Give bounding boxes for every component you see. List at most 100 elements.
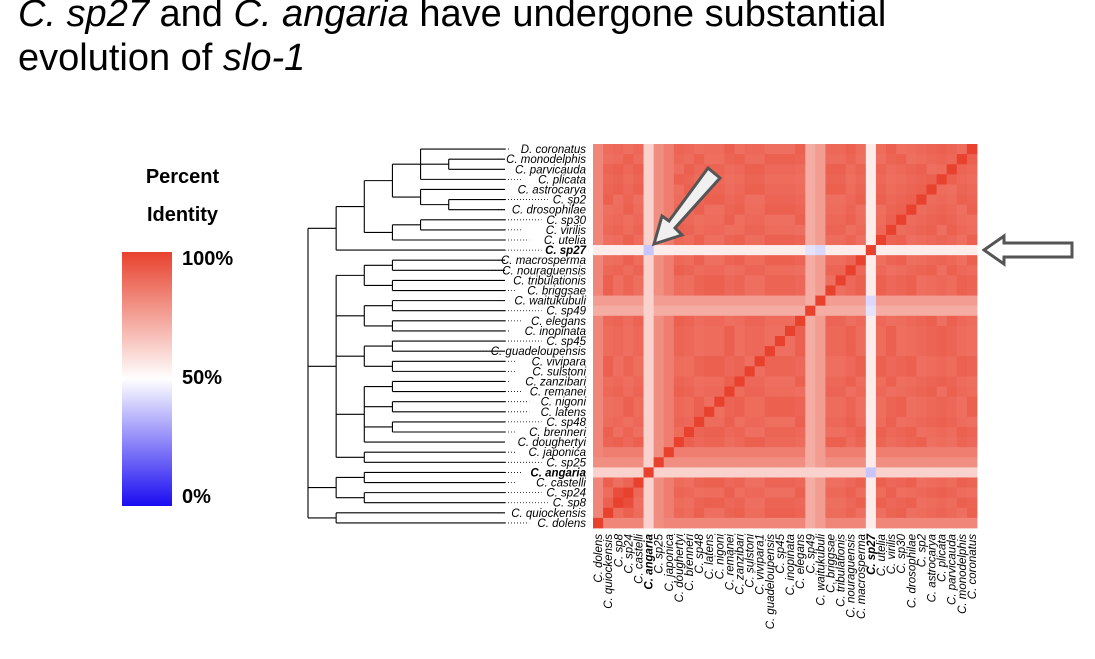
heatmap-cell (896, 457, 907, 468)
heatmap-cell (845, 517, 857, 529)
heatmap-cell (835, 426, 847, 438)
heatmap-cell (785, 234, 796, 246)
heatmap-cell (653, 275, 665, 286)
heatmap-cell (795, 144, 806, 155)
heatmap-cell (663, 194, 675, 206)
heatmap-cell (855, 356, 867, 367)
heatmap-cell (896, 164, 907, 175)
heatmap-cell (896, 245, 907, 256)
heatmap-cell (825, 144, 836, 155)
heatmap-cell (906, 285, 917, 296)
heatmap-cell (926, 396, 937, 408)
heatmap-cell (593, 255, 604, 266)
heatmap-cell (714, 295, 725, 307)
heatmap-cell (845, 457, 857, 468)
heatmap-cell (805, 325, 816, 337)
heatmap-cell (623, 517, 634, 529)
heatmap-cell (633, 346, 644, 357)
heatmap-cell (785, 396, 796, 408)
heatmap-cell (966, 477, 978, 488)
heatmap-cell (653, 376, 665, 387)
heatmap-cell (966, 447, 978, 458)
heatmap-cell (966, 144, 978, 155)
heatmap-cell (734, 336, 745, 347)
heatmap-cell (724, 184, 735, 195)
heatmap-cell (936, 336, 948, 347)
heatmap-cell (815, 275, 826, 286)
heatmap-cell (764, 356, 776, 367)
heatmap-cell (886, 285, 897, 296)
heatmap-cell (896, 336, 907, 347)
heatmap-cell (886, 245, 897, 256)
heatmap-cell (724, 315, 735, 327)
heatmap-cell (613, 517, 624, 529)
heatmap-cell (916, 295, 927, 307)
heatmap-cell (966, 275, 978, 286)
heatmap-cell (916, 467, 927, 478)
heatmap-cell (653, 336, 665, 347)
heatmap-cell (886, 507, 897, 519)
heatmap-cell (795, 154, 806, 165)
heatmap-cell (966, 457, 978, 468)
heatmap-cell (633, 224, 644, 236)
heatmap-cell (774, 214, 786, 226)
heatmap-cell (875, 245, 887, 256)
heatmap-cell (683, 224, 695, 236)
heatmap-cell (764, 305, 776, 317)
heatmap-cell (714, 517, 725, 529)
heatmap-cell (805, 265, 816, 276)
heatmap-cell (916, 255, 927, 266)
heatmap-cell (795, 174, 806, 185)
heatmap-cell (946, 234, 958, 246)
heatmap-cell (956, 224, 968, 236)
column-label: C. parvicauda (947, 534, 959, 605)
heatmap-cell (886, 396, 897, 408)
heatmap-cell (916, 477, 927, 488)
row-label: C. utelia (544, 235, 586, 247)
heatmap-cell (875, 447, 887, 458)
heatmap-cell (623, 336, 634, 347)
heatmap-cell (633, 467, 644, 478)
heatmap-cell (623, 426, 634, 438)
column-label: C. zanzibari (735, 534, 747, 595)
heatmap-cell (603, 517, 614, 529)
heatmap-cell (593, 497, 604, 509)
heatmap-cell (653, 174, 665, 185)
color-legend: Percent Identity 100% 50% 0% (110, 160, 290, 520)
heatmap-cell (764, 336, 776, 347)
heatmap-cell (734, 315, 745, 327)
heatmap-cell (683, 416, 695, 428)
heatmap-cell (785, 437, 796, 448)
heatmap-cell (643, 154, 655, 165)
heatmap-cell (603, 497, 614, 509)
title-species-angaria: C. angaria (233, 0, 409, 35)
heatmap-cell (785, 457, 796, 468)
diagonal-arrow-icon (651, 165, 723, 247)
heatmap-cell (865, 487, 877, 499)
heatmap-cell (734, 325, 745, 337)
heatmap-cell (815, 325, 826, 337)
heatmap-cell (835, 245, 847, 256)
column-label: C. sp2 (916, 533, 928, 567)
heatmap-cell (926, 295, 937, 307)
heatmap-cell (896, 416, 907, 428)
heatmap-cell (593, 467, 604, 478)
heatmap-cell (855, 245, 867, 256)
heatmap-cell (825, 255, 836, 266)
heatmap-cell (825, 416, 836, 428)
heatmap-cell (714, 507, 725, 519)
heatmap-cell (865, 366, 877, 377)
heatmap-cell (633, 265, 644, 276)
heatmap-cell (906, 295, 917, 307)
heatmap-cell (875, 467, 887, 478)
heatmap-cell (805, 154, 816, 165)
heatmap-cell (886, 295, 897, 307)
heatmap-cell (764, 285, 776, 296)
heatmap-cell (663, 376, 675, 387)
heatmap-cell (946, 164, 958, 175)
heatmap-cell (855, 477, 867, 488)
heatmap-cell (926, 477, 937, 488)
heatmap-cell (603, 275, 614, 286)
heatmap-cell (714, 416, 725, 428)
